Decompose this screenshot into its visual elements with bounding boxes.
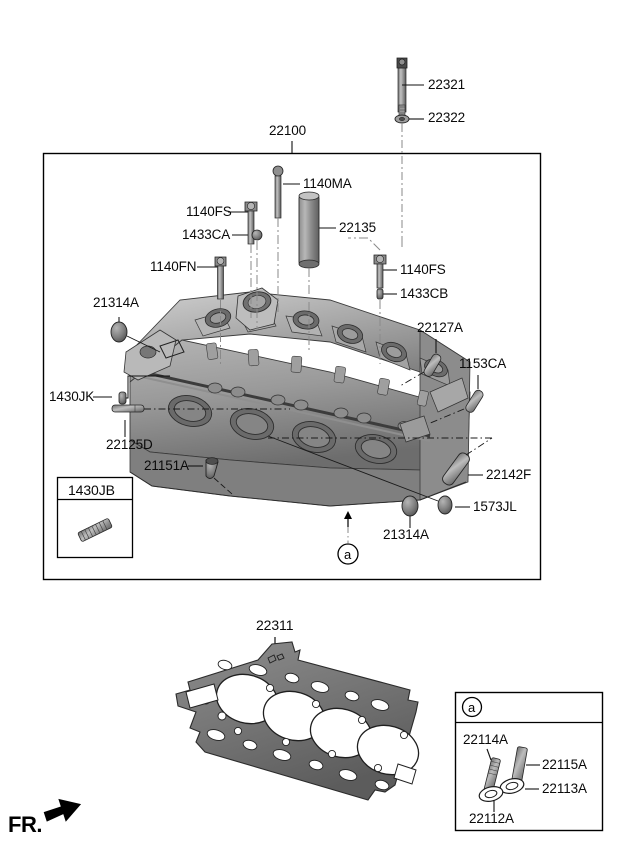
detail-a-box (454, 691, 604, 832)
label-22112A: 22112A (469, 811, 514, 826)
label-1140fn: 1140FN (150, 259, 197, 274)
part-graphic-21314a-right (401, 495, 419, 517)
label-22114a: 22114A (463, 732, 508, 747)
leader-22142f-dash (268, 437, 493, 456)
label-1430jb: 1430JB (68, 482, 115, 498)
inset-box-1430jb (56, 476, 134, 559)
detail-marker-a-box: a (468, 700, 476, 715)
leader-21314a-left-dash (126, 335, 161, 353)
label-1140fs-left: 1140FS (186, 204, 232, 219)
label-22322: 22322 (428, 110, 466, 125)
part-graphic-1140fs-right (373, 254, 387, 289)
label-1430jk: 1430JK (49, 389, 95, 404)
leader-1430jk-bracket (126, 375, 170, 399)
leader-1573jl-dash (267, 435, 439, 502)
label-1433cb: 1433CB (400, 286, 449, 301)
part-graphic-1573jl (437, 495, 453, 515)
label-22115a: 22115A (542, 757, 587, 772)
label-22125d: 22125D (106, 437, 153, 452)
label-22135: 22135 (339, 220, 377, 235)
label-22100: 22100 (269, 123, 307, 138)
label-22321: 22321 (428, 77, 466, 92)
label-1140ma: 1140MA (303, 176, 352, 191)
part-graphic-1140fn (214, 256, 227, 300)
leader-22127a-dash (399, 371, 425, 387)
part-graphic-1140fs-left (244, 201, 258, 245)
part-graphic-1153ca (465, 389, 484, 413)
part-graphic-22322 (394, 114, 410, 124)
part-graphic-21151a (205, 457, 219, 479)
part-graphic-22135 (298, 191, 320, 269)
front-arrow-icon (43, 798, 82, 822)
detail-a-pointer (337, 511, 359, 565)
label-21314a-right: 21314A (383, 527, 429, 542)
label-1140fs-right: 1140FS (400, 262, 446, 277)
leader-21151a-dash (213, 477, 233, 495)
part-graphic-1430jk (118, 391, 127, 405)
label-21314a-left: 21314A (93, 295, 139, 310)
part-graphic-1433ca (251, 229, 263, 241)
label-1153ca: 1153CA (459, 356, 507, 371)
label-22311: 22311 (256, 617, 294, 633)
label-1573jl: 1573JL (473, 499, 517, 514)
label-22142f: 22142F (486, 467, 532, 482)
label-21151a: 21151A (144, 458, 189, 473)
part-graphic-22113a (499, 778, 525, 794)
part-graphic-22125d (111, 404, 145, 413)
part-graphic-1433cb (376, 288, 384, 300)
detail-marker-a-main: a (344, 547, 352, 562)
part-graphic-22127a (423, 353, 442, 377)
label-22127a: 22127A (417, 320, 463, 335)
part-graphic-22321 (396, 57, 408, 118)
cylinder-head-graphic (123, 287, 471, 507)
label-1433ca: 1433CA (182, 227, 231, 242)
part-graphic-22112a (478, 786, 504, 802)
head-gasket-graphic (175, 637, 420, 801)
part-graphic-21314a-left (110, 321, 128, 343)
leader-1153ca-dash (427, 408, 465, 425)
front-direction-label: FR. (8, 812, 42, 837)
main-assembly-box (42, 152, 542, 581)
centerline-1140fs-right-link (348, 237, 381, 251)
part-graphic-1140ma (272, 165, 284, 219)
label-22113a: 22113A (542, 781, 587, 796)
